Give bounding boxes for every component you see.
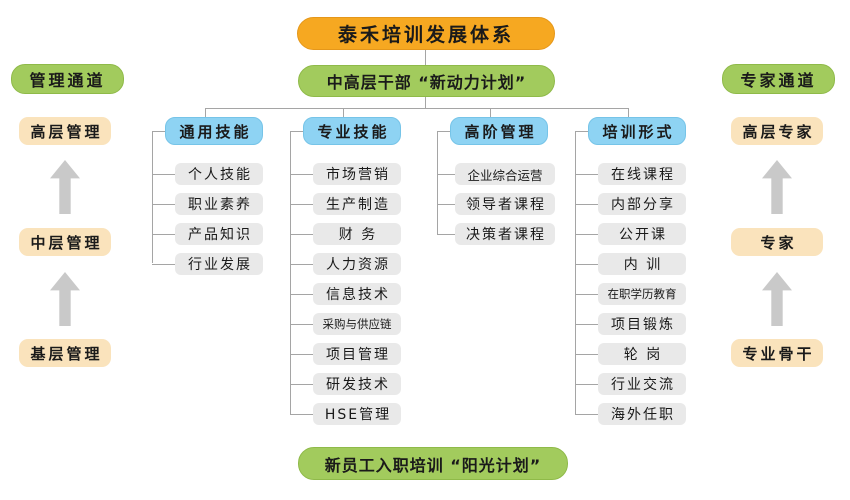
general-skills-list: 个人技能 职业素养 产品知识 行业发展 bbox=[152, 163, 263, 283]
new-employee-program-banner: 新员工入职培训 “阳光计划” bbox=[298, 447, 568, 480]
up-arrow-icon bbox=[762, 160, 792, 214]
connector-line bbox=[290, 131, 303, 132]
connector-line bbox=[290, 131, 291, 414]
advanced-management-list: 企业综合运营 领导者课程 决策者课程 bbox=[437, 163, 555, 253]
connector-line bbox=[425, 97, 426, 108]
management-level: 基层管理 bbox=[19, 339, 111, 367]
diagram-title: 泰禾培训发展体系 bbox=[297, 17, 555, 50]
skill-item: HSE管理 bbox=[290, 403, 401, 425]
column-header-advanced-management: 高阶管理 bbox=[450, 117, 548, 145]
format-item: 在职学历教育 bbox=[575, 283, 686, 305]
mid-senior-program-banner: 中高层干部 “新动力计划” bbox=[298, 65, 555, 97]
skill-item: 项目管理 bbox=[290, 343, 401, 365]
management-level: 高层管理 bbox=[19, 117, 111, 145]
connector-line bbox=[628, 108, 629, 117]
skill-item: 信息技术 bbox=[290, 283, 401, 305]
expert-channel-title: 专家通道 bbox=[722, 64, 835, 94]
connector-line bbox=[343, 108, 344, 117]
connector-line bbox=[205, 108, 629, 109]
connector-line bbox=[437, 131, 450, 132]
skill-item: 财 务 bbox=[290, 223, 401, 245]
management-level: 中层管理 bbox=[19, 228, 111, 256]
skill-item: 研发技术 bbox=[290, 373, 401, 395]
connector-line bbox=[437, 131, 438, 234]
course-item: 领导者课程 bbox=[437, 193, 555, 215]
management-channel-title: 管理通道 bbox=[11, 64, 124, 94]
up-arrow-icon bbox=[762, 272, 792, 326]
connector-line bbox=[425, 50, 426, 65]
professional-skills-list: 市场营销 生产制造 财 务 人力资源 信息技术 采购与供应链 项目管理 研发技术… bbox=[290, 163, 401, 433]
column-header-training-formats: 培训形式 bbox=[588, 117, 686, 145]
course-item: 决策者课程 bbox=[437, 223, 555, 245]
skill-item: 市场营销 bbox=[290, 163, 401, 185]
format-item: 行业交流 bbox=[575, 373, 686, 395]
skill-item: 职业素养 bbox=[152, 193, 263, 215]
expert-level: 高层专家 bbox=[731, 117, 823, 145]
connector-line bbox=[205, 108, 206, 117]
skill-item: 个人技能 bbox=[152, 163, 263, 185]
column-header-professional-skills: 专业技能 bbox=[303, 117, 401, 145]
up-arrow-icon bbox=[50, 272, 80, 326]
up-arrow-icon bbox=[50, 160, 80, 214]
format-item: 公开课 bbox=[575, 223, 686, 245]
format-item: 内部分享 bbox=[575, 193, 686, 215]
expert-level: 专业骨干 bbox=[731, 339, 823, 367]
training-formats-list: 在线课程 内部分享 公开课 内 训 在职学历教育 项目锻炼 轮 岗 行业交流 海… bbox=[575, 163, 686, 433]
connector-line bbox=[152, 131, 153, 263]
format-item: 内 训 bbox=[575, 253, 686, 275]
expert-level: 专家 bbox=[731, 228, 823, 256]
format-item: 项目锻炼 bbox=[575, 313, 686, 335]
course-item: 企业综合运营 bbox=[437, 163, 555, 185]
skill-item: 生产制造 bbox=[290, 193, 401, 215]
connector-line bbox=[575, 131, 588, 132]
skill-item: 行业发展 bbox=[152, 253, 263, 275]
skill-item: 产品知识 bbox=[152, 223, 263, 245]
format-item: 海外任职 bbox=[575, 403, 686, 425]
skill-item: 人力资源 bbox=[290, 253, 401, 275]
connector-line bbox=[490, 108, 491, 117]
connector-line bbox=[152, 131, 165, 132]
format-item: 在线课程 bbox=[575, 163, 686, 185]
skill-item: 采购与供应链 bbox=[290, 313, 401, 335]
column-header-general-skills: 通用技能 bbox=[165, 117, 263, 145]
connector-line bbox=[575, 131, 576, 414]
format-item: 轮 岗 bbox=[575, 343, 686, 365]
